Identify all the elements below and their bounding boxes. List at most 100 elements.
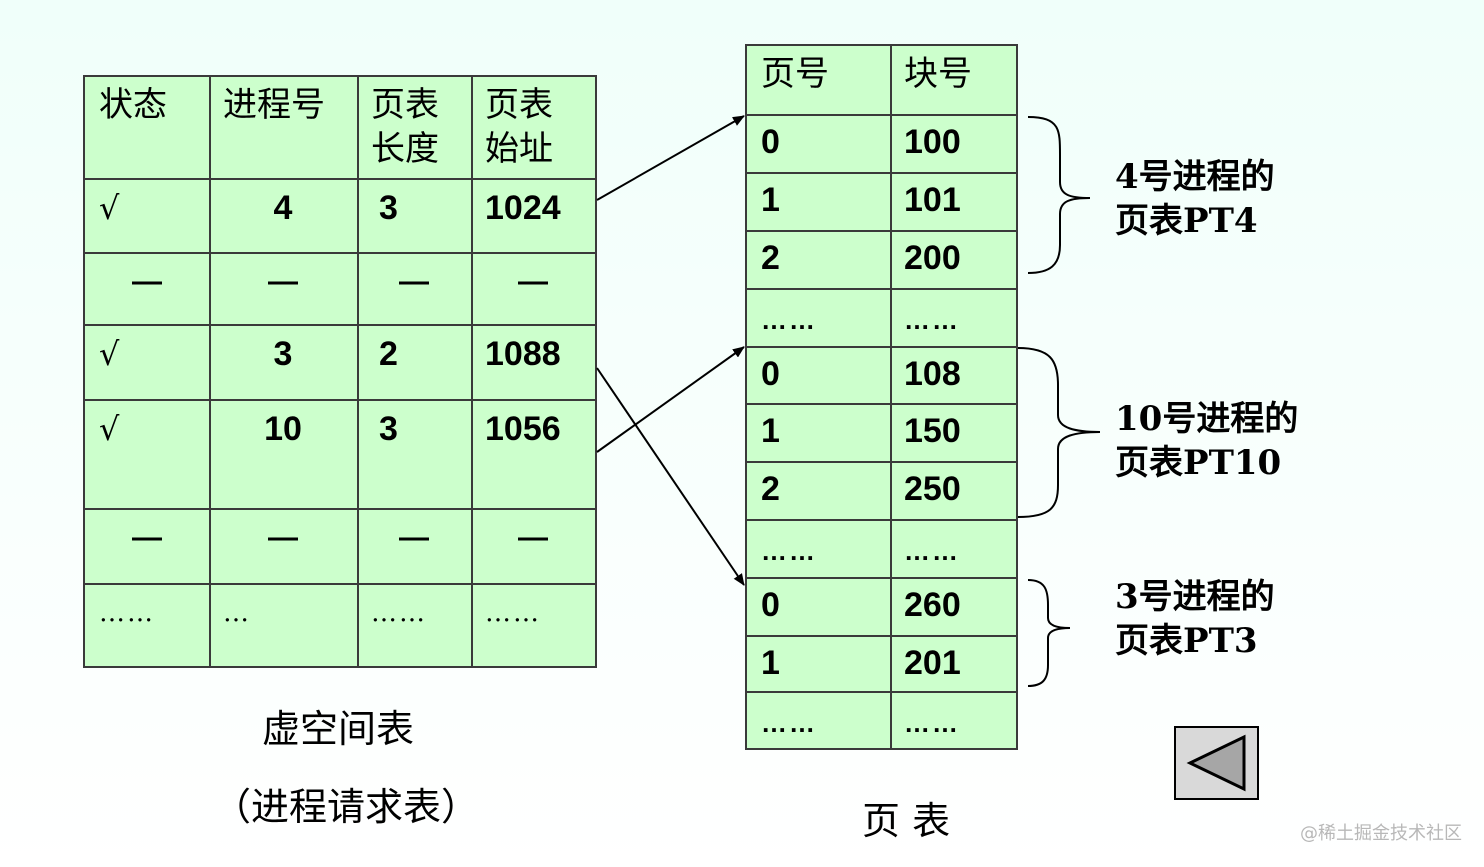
cell-length: 3 — [379, 410, 398, 448]
header-page-table-start-line: 页表 — [485, 85, 553, 125]
cell-start: 1088 — [485, 335, 561, 373]
grid-line — [85, 583, 595, 585]
cell-block-number: 100 — [904, 123, 961, 161]
cell-page-number: 1 — [761, 644, 780, 682]
cell-block-number: 201 — [904, 644, 961, 682]
cell-block-number: …… — [904, 536, 960, 566]
brace-pt4 — [1027, 116, 1091, 274]
cell-pid: 4 — [273, 189, 293, 227]
cell-pid: … — [223, 598, 251, 628]
cell-block-number: 200 — [904, 239, 961, 277]
cell-page-number: 1 — [761, 181, 780, 219]
cell-page-number: 0 — [761, 586, 780, 624]
cell-block-number: 260 — [904, 586, 961, 624]
cell-page-number: 2 — [761, 470, 780, 508]
grid-line — [747, 519, 1016, 521]
header-page-table-length: 页表长度 — [371, 83, 439, 171]
header-block-number: 块号 — [904, 54, 972, 94]
header-process-id: 进程号 — [223, 83, 325, 127]
grid-line — [747, 635, 1016, 637]
header-page-number: 页号 — [761, 54, 829, 94]
header-page-table-start: 页表始址 — [485, 83, 553, 171]
header-page-table-length-line: 长度 — [371, 129, 439, 169]
annotation-pt3-line1: 3号进程的 — [1115, 577, 1275, 617]
cell-start: …… — [485, 598, 541, 628]
cell-length: — — [399, 265, 429, 298]
annotation-pt10-line1: 10号进程的 — [1115, 399, 1299, 439]
header-process-id-line: 进程号 — [223, 85, 325, 125]
cell-page-number: 0 — [761, 355, 780, 393]
cell-status: √ — [99, 335, 120, 373]
grid-line — [747, 577, 1016, 579]
arrow-pid4-to-pt4 — [596, 115, 745, 201]
cell-start: — — [518, 521, 548, 554]
header-status: 状态 — [99, 83, 167, 127]
grid-line — [747, 346, 1016, 348]
cell-page-number: 2 — [761, 239, 780, 277]
grid-line — [471, 77, 473, 666]
page-table-caption: 页 表 — [862, 799, 951, 843]
grid-line — [85, 178, 595, 180]
brace-pt3 — [1027, 579, 1071, 687]
grid-line — [85, 252, 595, 254]
cell-start: 1024 — [485, 189, 561, 227]
grid-line — [209, 77, 211, 666]
header-status-line: 状态 — [99, 85, 167, 125]
cell-page-number: 0 — [761, 123, 780, 161]
cell-length: 2 — [379, 335, 398, 373]
grid-line — [890, 46, 892, 748]
cell-block-number: …… — [904, 708, 960, 738]
cell-length: 3 — [379, 189, 398, 227]
virtual-table-subcaption: （进程请求表） — [213, 785, 480, 829]
grid-line — [357, 77, 359, 666]
grid-line — [85, 399, 595, 401]
cell-page-number: …… — [761, 305, 817, 335]
page-table: 页号 块号 0 100 1 101 2 200 …… …… 0 108 1 150 2 250 …… …… 0 260… — [745, 44, 1018, 750]
grid-line — [747, 288, 1016, 290]
grid-line — [747, 114, 1016, 116]
cell-length: — — [399, 521, 429, 554]
grid-line — [747, 461, 1016, 463]
cell-status: …… — [99, 598, 155, 628]
cell-pid: — — [268, 265, 298, 298]
cell-block-number: 250 — [904, 470, 961, 508]
cell-page-number: 1 — [761, 412, 780, 450]
cell-status: √ — [99, 189, 120, 227]
cell-start: 1056 — [485, 410, 561, 448]
brace-pt10 — [1017, 347, 1101, 518]
cell-block-number: 101 — [904, 181, 961, 219]
annotation-pt3-line2: 页表PT3 — [1115, 621, 1258, 661]
arrow-pid3-to-pt3 — [596, 367, 745, 586]
grid-line — [747, 691, 1016, 693]
cell-block-number: …… — [904, 305, 960, 335]
cell-pid: 3 — [273, 335, 293, 373]
grid-line — [85, 508, 595, 510]
virtual-table-caption: 虚空间表 — [262, 707, 415, 751]
annotation-pt10: 10号进程的 页表PT10 — [1115, 397, 1298, 485]
cell-pid: — — [268, 521, 298, 554]
cell-page-number: …… — [761, 708, 817, 738]
triangle-left-icon — [1186, 734, 1246, 792]
grid-line — [747, 230, 1016, 232]
annotation-pt3: 3号进程的 页表PT3 — [1115, 575, 1275, 663]
cell-block-number: 108 — [904, 355, 961, 393]
back-button[interactable] — [1174, 726, 1259, 800]
grid-line — [747, 172, 1016, 174]
header-page-table-start-line: 始址 — [485, 129, 553, 169]
grid-line — [85, 324, 595, 326]
cell-page-number: …… — [761, 536, 817, 566]
watermark: @稀土掘金技术社区 — [1300, 823, 1462, 844]
annotation-pt4-line2: 页表PT4 — [1115, 201, 1258, 241]
cell-block-number: 150 — [904, 412, 961, 450]
cell-pid: 10 — [264, 410, 302, 448]
annotation-pt10-line2: 页表PT10 — [1115, 443, 1282, 483]
cell-status: √ — [99, 410, 120, 448]
annotation-pt4: 4号进程的 页表PT4 — [1115, 155, 1275, 243]
header-page-table-length-line: 页表 — [371, 85, 439, 125]
annotation-pt4-line1: 4号进程的 — [1115, 157, 1275, 197]
arrow-pid10-to-pt10 — [596, 346, 745, 453]
cell-status: — — [132, 521, 162, 554]
cell-status: — — [132, 265, 162, 298]
